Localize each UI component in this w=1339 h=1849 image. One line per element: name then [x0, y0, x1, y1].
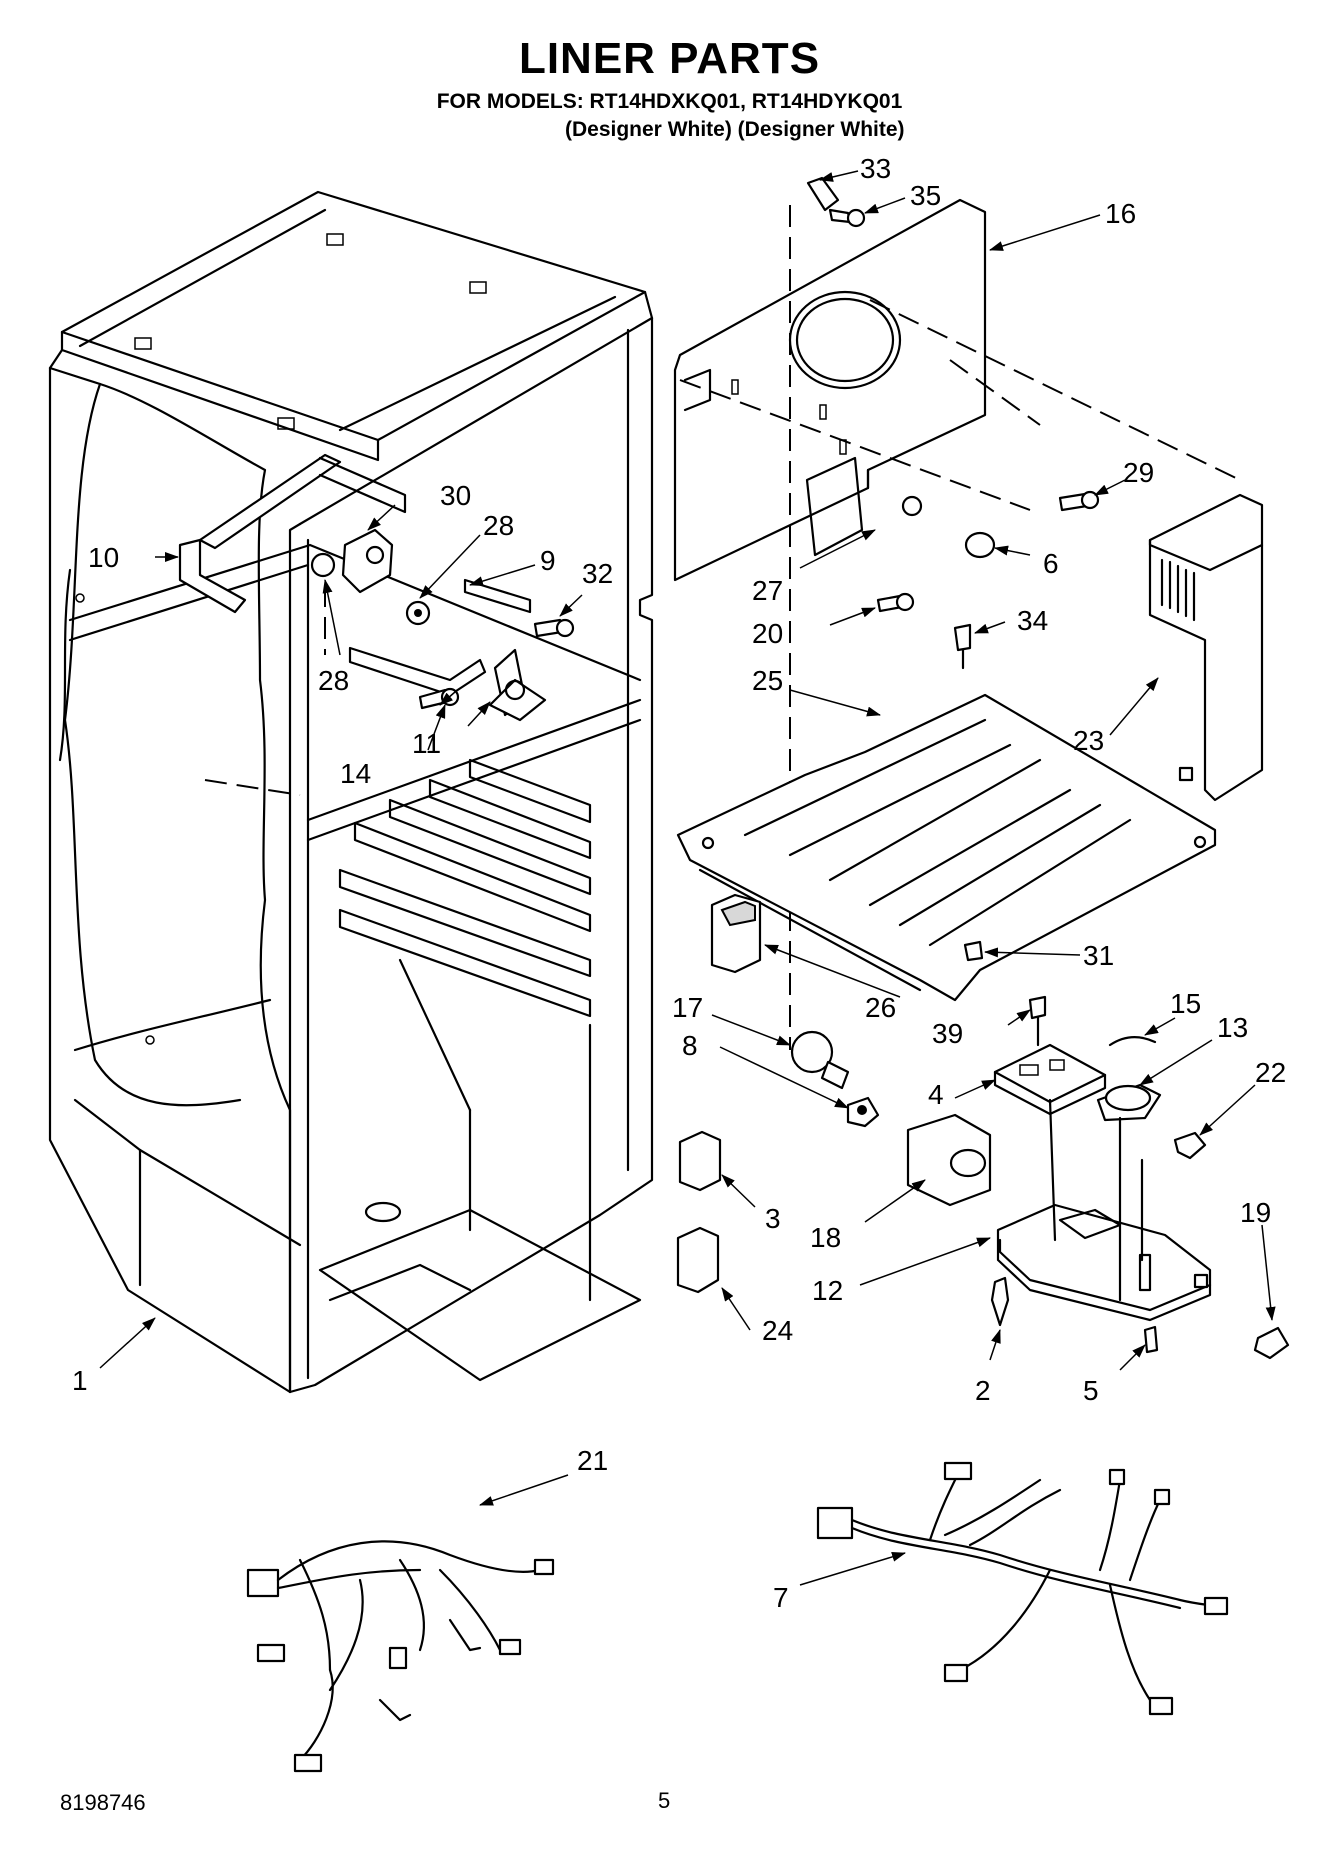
callout-23: 23: [1073, 725, 1104, 756]
page-number: 5: [658, 1788, 671, 1813]
light-bulb-and-socket: [790, 1030, 880, 1128]
colors-line: (Designer White) (Designer White): [565, 118, 905, 141]
callout-21: 21: [577, 1445, 608, 1476]
callout-29: 29: [1123, 457, 1154, 488]
callout-14: 14: [340, 758, 371, 789]
callout-5: 5: [1083, 1375, 1099, 1406]
callout-15: 15: [1170, 988, 1201, 1019]
callout-35: 35: [910, 180, 941, 211]
callout-3: 3: [765, 1203, 781, 1234]
callout-17: 17: [672, 992, 703, 1023]
callout-28b: 28: [483, 510, 514, 541]
callout-33: 33: [860, 153, 891, 184]
callout-7: 7: [773, 1582, 789, 1613]
callout-32: 32: [582, 558, 613, 589]
callout-leaders: [99, 170, 1276, 1586]
callout-34: 34: [1017, 605, 1048, 636]
air-duct: [1148, 493, 1264, 802]
wiring-harness-7: [816, 1461, 1229, 1716]
callout-11: 11: [412, 728, 441, 759]
liner-cabinet: [48, 190, 654, 1394]
callout-25: 25: [752, 665, 783, 696]
wiring-harness-21: [246, 1540, 555, 1773]
callout-31: 31: [1083, 940, 1114, 971]
callout-19: 19: [1240, 1197, 1271, 1228]
callout-6: 6: [1043, 548, 1059, 579]
thermostat-assembly: [1096, 1036, 1207, 1160]
callout-27: 27: [752, 575, 783, 606]
light-shield: [906, 1113, 992, 1207]
control-board: [993, 995, 1107, 1116]
callout-24: 24: [762, 1315, 793, 1346]
page-title: LINER PARTS: [518, 34, 821, 83]
switches-3-24: [676, 1130, 722, 1294]
callout-2: 2: [975, 1375, 991, 1406]
small-fasteners: [876, 490, 1100, 613]
callout-12: 12: [812, 1275, 843, 1306]
callout-30: 30: [440, 480, 471, 511]
callout-28a: 28: [318, 665, 349, 696]
evaporator-shelf: [676, 623, 1217, 1002]
callout-13: 13: [1217, 1012, 1248, 1043]
callout-10: 10: [88, 542, 119, 573]
callout-4: 4: [928, 1079, 944, 1110]
control-housing: [990, 1098, 1290, 1360]
panel-clip-and-screw: [806, 176, 866, 228]
callout-39: 39: [932, 1018, 963, 1049]
callout-1: 1: [72, 1365, 88, 1396]
callout-labels: 1 2 3 4 5 6 7 8 9 10 11 12 13 14 15 16 1…: [72, 153, 1286, 1613]
document-number: 8198746: [60, 1790, 146, 1815]
callout-18: 18: [810, 1222, 841, 1253]
freezer-control-assembly: [178, 453, 575, 722]
drain-trough-26: [710, 893, 762, 974]
callout-26: 26: [865, 992, 896, 1023]
callout-16: 16: [1105, 198, 1136, 229]
callout-9: 9: [540, 545, 556, 576]
callout-20: 20: [752, 618, 783, 649]
callout-8: 8: [682, 1030, 698, 1061]
callout-22: 22: [1255, 1057, 1286, 1088]
models-line: FOR MODELS: RT14HDXKQ01, RT14HDYKQ01: [436, 90, 903, 113]
